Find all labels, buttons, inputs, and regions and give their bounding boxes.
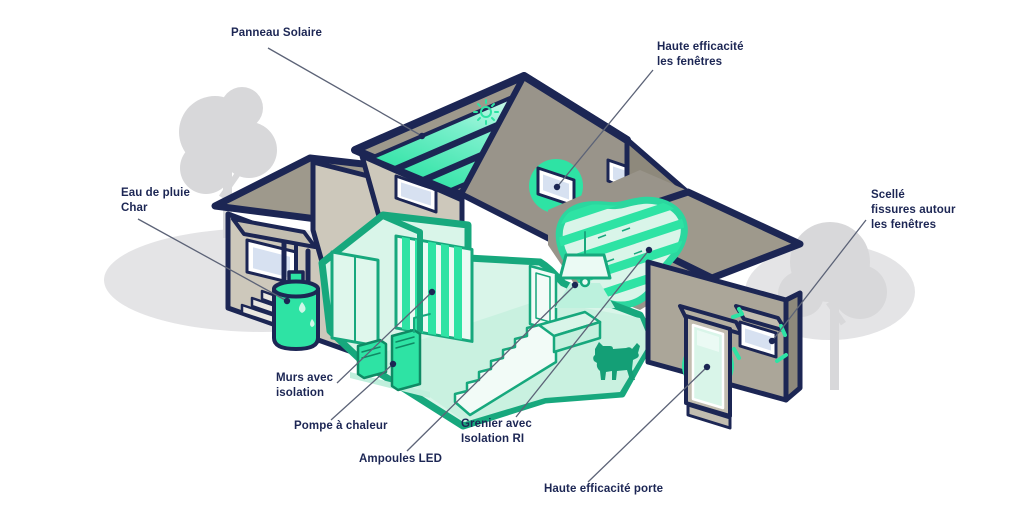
awning [231, 217, 317, 249]
wardrobe [330, 250, 380, 348]
leader-fenetres [556, 69, 654, 188]
leader-pompe [330, 363, 394, 421]
heat-pump [350, 313, 431, 398]
water-droplet-icon [310, 319, 315, 327]
label-grenier-isolation: Grenier avec Isolation RI [461, 418, 532, 445]
insulated-wall [394, 234, 474, 343]
label-haute-efficacite-porte: Haute efficacité porte [544, 483, 664, 495]
label-haute-efficacite-fenetres: Haute efficacité les fenêtres [657, 41, 744, 68]
right-wing-side-wall [783, 290, 803, 403]
window-glass [399, 180, 433, 208]
heat-pump-floor-shadow [350, 372, 430, 398]
label-pompe-a-chaleur: Pompe à chaleur [294, 420, 388, 432]
leader-porte [587, 366, 708, 483]
leader-panneau-solaire [267, 47, 423, 137]
stair-landing-face [552, 320, 602, 354]
rain-barrel [272, 244, 320, 351]
leader-ampoules [406, 284, 576, 452]
interior-cutaway [318, 211, 656, 430]
ridge-line [520, 72, 631, 144]
leader-eau-de-pluie [137, 218, 288, 302]
leader-grenier [515, 249, 650, 418]
barrel-body [272, 287, 320, 351]
label-eau-de-pluie: Eau de pluie Char [121, 187, 190, 214]
label-ampoules-led: Ampoules LED [359, 453, 442, 465]
heat-pump-unit [356, 338, 388, 380]
door-step [686, 403, 732, 430]
window-glass [743, 326, 773, 353]
right-wing [645, 259, 803, 430]
callout-lines [137, 47, 867, 483]
dog-icon [593, 342, 640, 380]
callout-dots [283, 132, 776, 371]
room-divider [380, 213, 423, 333]
tree-icon [778, 222, 887, 390]
door-glass-top [697, 330, 719, 352]
label-murs-avec-isolation: Murs avec isolation [276, 372, 334, 399]
barrel-top [272, 279, 320, 299]
leader-murs [336, 291, 433, 384]
staircase [453, 310, 602, 417]
tree-icon [179, 87, 277, 238]
sun-icon [473, 99, 499, 125]
water-droplet-icon [299, 302, 306, 313]
label-scelle-fissures: Scellé fissures autour les fenêtres [871, 189, 956, 231]
label-panneau-solaire: Panneau Solaire [231, 27, 322, 39]
leader-scelle [771, 219, 867, 342]
